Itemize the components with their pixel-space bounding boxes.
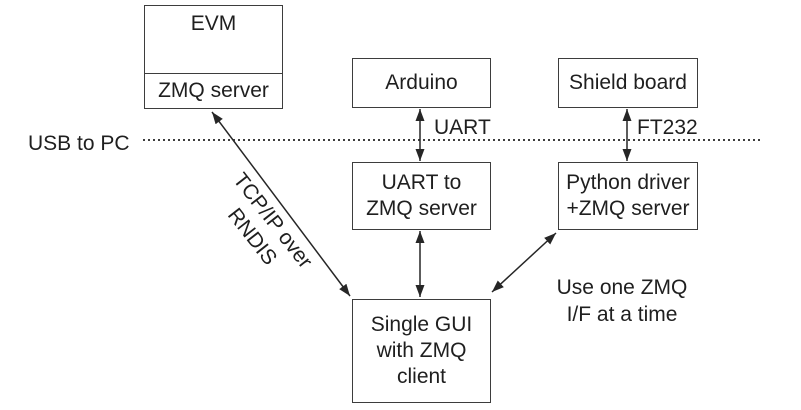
python-driver-line1: Python driver <box>566 171 690 194</box>
uart-label: UART <box>434 116 491 139</box>
zmq-note-label: Use one ZMQ I/F at a time <box>549 274 695 328</box>
uart-zmq-server-box: UART to ZMQ server <box>352 162 491 230</box>
arrow-pythondriver-gui <box>491 232 557 293</box>
zmq-note-line1: Use one ZMQ <box>556 276 688 299</box>
arrow-evm-gui <box>211 111 351 297</box>
arduino-label: Arduino <box>385 71 458 94</box>
single-gui-line1: Single GUI <box>370 313 473 336</box>
usb-to-pc-label: USB to PC <box>28 132 130 155</box>
ft232-label: FT232 <box>637 116 698 139</box>
single-gui-box: Single GUI with ZMQ client <box>352 299 491 403</box>
arduino-box: Arduino <box>352 58 491 108</box>
python-driver-box: Python driver +ZMQ server <box>558 162 698 230</box>
python-driver-line2: +ZMQ server <box>566 197 690 220</box>
evm-box: EVM ZMQ server <box>144 5 283 109</box>
uart-zmq-server-line1: UART to <box>381 171 462 194</box>
shield-board-box: Shield board <box>558 58 698 108</box>
zmq-note-line2: I/F at a time <box>566 303 678 326</box>
shield-board-label: Shield board <box>569 71 687 94</box>
evm-label: EVM <box>190 12 237 35</box>
single-gui-line2: with ZMQ <box>376 339 467 362</box>
single-gui-line3: client <box>396 365 447 388</box>
uart-zmq-server-line2: ZMQ server <box>366 197 477 220</box>
evm-zmq-server-label: ZMQ server <box>145 73 282 108</box>
